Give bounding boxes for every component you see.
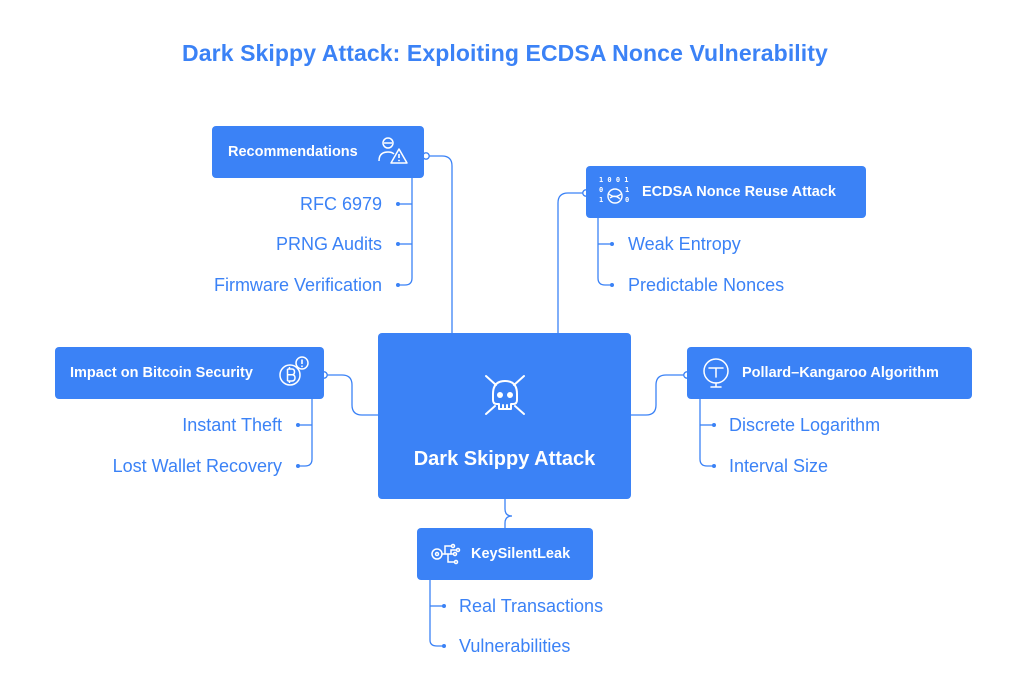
leaf-prng-audits: PRNG Audits	[275, 234, 382, 254]
branch-recommendations: Recommendations	[212, 126, 424, 178]
branch-impact-bitcoin-security: Impact on Bitcoin Security	[55, 347, 324, 399]
binary-code-icon: 1 0 0 1 0 1 1 0	[599, 176, 629, 204]
branch-keysilentleak: KeySilentLeak	[417, 528, 593, 580]
branch-label: Pollard–Kangaroo Algorithm	[742, 365, 939, 381]
svg-text:1: 1	[625, 186, 629, 194]
branch-label: ECDSA Nonce Reuse Attack	[642, 184, 836, 200]
leaf-discrete-logarithm: Discrete Logarithm	[729, 415, 881, 435]
skull-crossbones-icon	[485, 375, 525, 415]
leaf-interval-size: Interval Size	[729, 456, 829, 476]
leaf-vulnerabilities: Vulnerabilities	[459, 636, 571, 656]
target-icon	[703, 358, 729, 388]
diagram-title: Dark Skippy Attack: Exploiting ECDSA Non…	[182, 40, 828, 66]
svg-text:0: 0	[599, 186, 603, 194]
leaf-rfc6979: RFC 6979	[299, 194, 382, 214]
branch-label: Impact on Bitcoin Security	[70, 365, 253, 381]
user-warning-icon	[378, 137, 408, 164]
leaf-weak-entropy: Weak Entropy	[628, 234, 741, 254]
leaf-predictable-nonces: Predictable Nonces	[628, 275, 785, 295]
svg-text:1 0 0 1: 1 0 0 1	[599, 176, 629, 184]
leaf-real-transactions: Real Transactions	[459, 596, 604, 616]
branch-label: Recommendations	[228, 144, 358, 160]
bitcoin-alert-icon	[279, 356, 309, 386]
center-node: Dark Skippy Attack	[378, 333, 631, 499]
branch-ecdsa-nonce-reuse: 1 0 0 1 0 1 1 0 ECDSA Nonce Reuse Attack	[586, 166, 866, 218]
svg-text:0: 0	[625, 196, 629, 204]
center-label: Dark Skippy Attack	[413, 448, 596, 470]
branch-label: KeySilentLeak	[471, 546, 571, 562]
leaf-firmware-verification: Firmware Verification	[213, 275, 382, 295]
svg-text:1: 1	[599, 196, 603, 204]
key-circuit-icon	[431, 543, 461, 565]
leaf-lost-wallet-recovery: Lost Wallet Recovery	[112, 456, 282, 476]
leaf-instant-theft: Instant Theft	[182, 415, 282, 435]
branch-pollard-kangaroo: Pollard–Kangaroo Algorithm	[687, 347, 972, 399]
